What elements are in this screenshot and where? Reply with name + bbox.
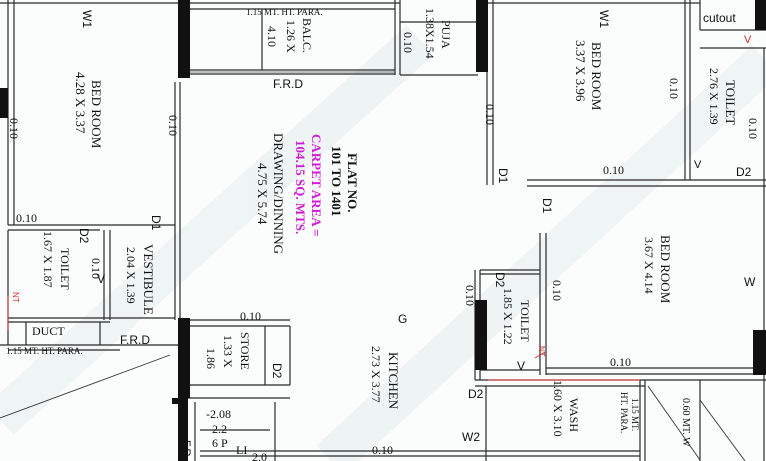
balc-label: BALC. [300,18,314,54]
red-note-left: NT [11,292,20,303]
door-d2-left: D2 [77,228,91,244]
frd-left: F.R.D [120,333,150,347]
toilet-top-right-label: TOILET [723,80,738,126]
carpet-area-label: CARPET AREA = [309,134,324,237]
dim-kitchen-bottom: 0.10 [372,443,393,457]
toilet-mid-label: TOILET [518,300,532,342]
stair-dim-2: 2.2 [212,422,227,436]
bed-left-dims: 4.28 X 3.37 [73,72,88,134]
vent-v-top: V [744,34,752,46]
wash-label: WASH [567,398,581,433]
dim-left-toilet: 0.10 [89,258,103,279]
flat-title: FLAT NO. [345,153,360,213]
balc-dims: 1.26 X [284,20,298,53]
bed-right-label: BED ROOM [658,235,673,304]
kitchen-dims: 2.73 X 3.77 [369,346,383,403]
dim-top-right-bed: 0.10 [483,104,497,125]
para-top: 1.15 MT. HT. PARA. [246,7,323,17]
store-dims: 1.33 X [221,335,235,368]
store-dims-2: 1.86 [204,348,218,369]
frd-top: F.R.D [273,77,303,91]
stair-dim-3: 6 P [212,436,228,450]
dim-left-bottom: 0.10 [16,211,37,225]
dim-mid-left: 0.10 [463,285,477,306]
window-w2-bottom: W2 [462,430,480,444]
door-d1-left: D1 [149,215,163,231]
toilet-top-right-dims: 2.76 X 1.39 [707,68,721,125]
stair-li: LI [236,443,248,457]
door-d2-top-right: D2 [736,165,752,179]
flat-range: 101 TO 1401 [329,146,344,217]
para-right-1: 1.15 MT. [630,398,640,432]
bed-right-dims: 3.67 X 4.14 [642,237,656,294]
store-label: STORE [238,332,252,370]
door-d1-top: D1 [496,168,510,184]
bed-left-label: BED ROOM [89,80,104,149]
balc-dims-2: 4.10 [265,26,279,47]
bed-top-right-dims: 3.37 X 3.96 [573,40,588,102]
mt-right: 0.60 MT. W [680,398,691,447]
vent-v-toilet: V [694,159,702,171]
red-note-mid: NT [537,346,546,357]
vestibule-dims: 2.04 X 1.39 [124,247,138,304]
duct-label: DUCT [32,324,65,338]
puja-dims: 1.38X1.54 [423,8,437,59]
dim-toilet-right: 0.10 [746,118,760,139]
stair-dim-4: 2.0 [252,450,267,461]
drawing-room-label: DRAWING/DINNING [271,133,286,254]
carpet-area-value: 104.15 SQ. MTS. [293,140,308,235]
stair-dim-1: -2.08 [206,407,231,421]
dim-left-bed: 0.10 [7,118,21,139]
drawing-room-dims: 4.75 X 5.74 [255,163,270,225]
dim-left-wall: 0.10 [166,115,180,136]
cutout-label: cutout [703,11,736,25]
window-w-right: W [744,275,756,289]
frd-bottom: F.R [180,440,192,457]
door-d2-store: D2 [270,363,284,379]
vestibule-label: VESTIBULE [141,244,156,315]
vent-v-left: V [97,272,106,286]
puja-label: PUJA [439,20,453,49]
wash-dims: 1.60 X 3.10 [551,380,565,437]
dim-store-top: 0.10 [240,309,261,323]
toilet-left-dims: 1.67 X 1.87 [41,231,55,288]
window-w1-left: W1 [80,10,94,28]
dim-top-right-bottom: 0.10 [603,163,624,177]
kitchen-label: KITCHEN [386,352,401,410]
bed-top-right-label: BED ROOM [589,42,604,111]
dim-puja: 0.10 [401,32,415,53]
toilet-left-label: TOILET [58,248,72,290]
para-left: 1.15 MT. HT. PARA. [6,346,83,356]
door-d2-mid: D2 [493,272,507,288]
door-d1-right: D1 [540,198,554,214]
toilet-mid-dims: 1.85 X 1.22 [501,288,515,345]
dim-right-bed-bottom: 0.10 [610,355,631,369]
para-right-2: HT. PARA. [619,392,629,434]
vent-v-mid: V [517,359,526,373]
dim-top-right-toilet: 0.10 [667,78,681,99]
dim-mid-right: 0.10 [550,280,564,301]
door-d2-bottom: D2 [468,387,484,401]
window-w1-right: W1 [597,10,611,28]
gas-g-label: G [398,312,408,326]
